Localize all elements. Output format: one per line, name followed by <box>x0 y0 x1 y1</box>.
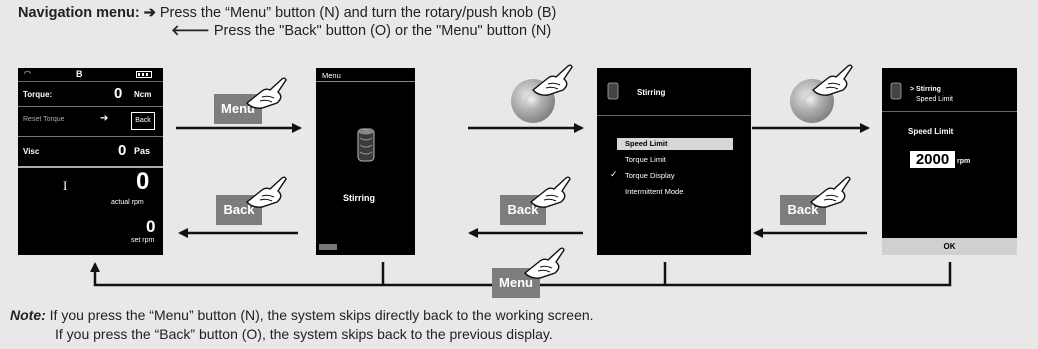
pointing-hand-icon <box>530 176 571 208</box>
working-screen: ◠ B Torque: 0 Ncm Reset Torque ➔ Back Vi… <box>18 68 163 255</box>
header-row-1: Navigation menu: ➔Press the “Menu” butto… <box>18 4 556 22</box>
divider <box>18 106 163 107</box>
divider <box>18 136 163 137</box>
torque-label: Torque: <box>23 90 53 99</box>
scroll-indicator <box>319 244 337 250</box>
submenu-title: Stirring <box>637 88 666 97</box>
reset-torque-label: Reset Torque <box>23 116 65 123</box>
visc-label: Visc <box>23 147 40 156</box>
pointing-hand-icon <box>524 247 565 279</box>
speed-limit-unit: rpm <box>957 158 971 165</box>
back-softkey: Back <box>131 112 155 130</box>
status-b: B <box>76 69 83 79</box>
rotary-knob-icon <box>790 79 834 123</box>
beaker-icon <box>357 128 375 162</box>
status-bar: ◠ B <box>18 68 163 82</box>
wifi-icon: ◠ <box>24 69 31 78</box>
visc-unit: Pas <box>134 146 151 156</box>
torque-value: 0 <box>114 85 123 102</box>
submenu-header: Stirring <box>597 68 751 116</box>
header-line-1: Press the “Menu” button (N) and turn the… <box>159 5 557 21</box>
divider <box>18 166 163 168</box>
header-row-2: 🡐Press the "Back" button (O) or the "Men… <box>171 22 556 40</box>
note-line-1: If you press the “Menu” button (N), the … <box>49 307 594 323</box>
note-label: Note: <box>10 307 46 323</box>
reset-arrow-icon: ➔ <box>100 113 109 124</box>
menu-item-torque-display: Torque Display <box>625 171 675 180</box>
pointing-hand-icon <box>810 176 851 208</box>
beaker-icon <box>607 82 619 100</box>
note-row-1: Note: If you press the “Menu” button (N)… <box>10 306 594 325</box>
pointing-hand-icon <box>812 64 853 96</box>
menu-item-intermittent-mode: Intermittent Mode <box>625 187 684 196</box>
menu-screen: Menu Stirring <box>316 68 415 255</box>
header-line-2: Press the "Back" button (O) or the "Menu… <box>213 23 552 39</box>
actual-rpm-value: 0 <box>136 168 150 195</box>
detail-header: > Stirring Speed Limit <box>882 68 1017 112</box>
check-icon: ✓ <box>610 169 618 179</box>
menu-title: Menu <box>316 68 415 82</box>
navigation-header: Navigation menu: ➔Press the “Menu” butto… <box>18 4 556 40</box>
speed-limit-screen: > Stirring Speed Limit Speed Limit 2000 … <box>882 68 1017 255</box>
back-button: Back <box>500 195 546 225</box>
speed-limit-value: 2000 <box>910 151 955 168</box>
pointing-hand-icon <box>246 176 287 208</box>
text-cursor: I <box>63 178 68 193</box>
visc-value: 0 <box>118 142 127 159</box>
set-rpm-label: set rpm <box>131 237 155 244</box>
pointing-hand-icon <box>532 64 573 96</box>
menu-item-torque-limit: Torque Limit <box>625 155 666 164</box>
stirring-screen: Stirring Speed Limit Torque Limit ✓ Torq… <box>597 68 751 255</box>
parameter-label: Speed Limit <box>908 127 954 136</box>
battery-icon <box>136 71 152 78</box>
left-arrow-icon: 🡐 <box>171 23 210 39</box>
note: Note: If you press the “Menu” button (N)… <box>10 306 594 344</box>
menu-item-speed-limit: Speed Limit <box>617 138 733 150</box>
beaker-icon <box>890 82 902 100</box>
actual-rpm-label: actual rpm <box>111 199 144 206</box>
path-level-2: Speed Limit <box>916 96 953 103</box>
pointing-hand-icon <box>246 77 287 109</box>
torque-unit: Ncm <box>134 90 152 99</box>
set-rpm-value: 0 <box>146 217 156 236</box>
path-level-1: > Stirring <box>910 86 941 93</box>
header-label: Navigation menu: <box>18 5 140 21</box>
right-arrow-icon: ➔ <box>143 5 156 21</box>
menu-item-stirring: Stirring <box>343 193 376 203</box>
note-line-2: If you press the “Back” button (O), the … <box>55 326 553 342</box>
ok-softkey: OK <box>882 238 1017 255</box>
